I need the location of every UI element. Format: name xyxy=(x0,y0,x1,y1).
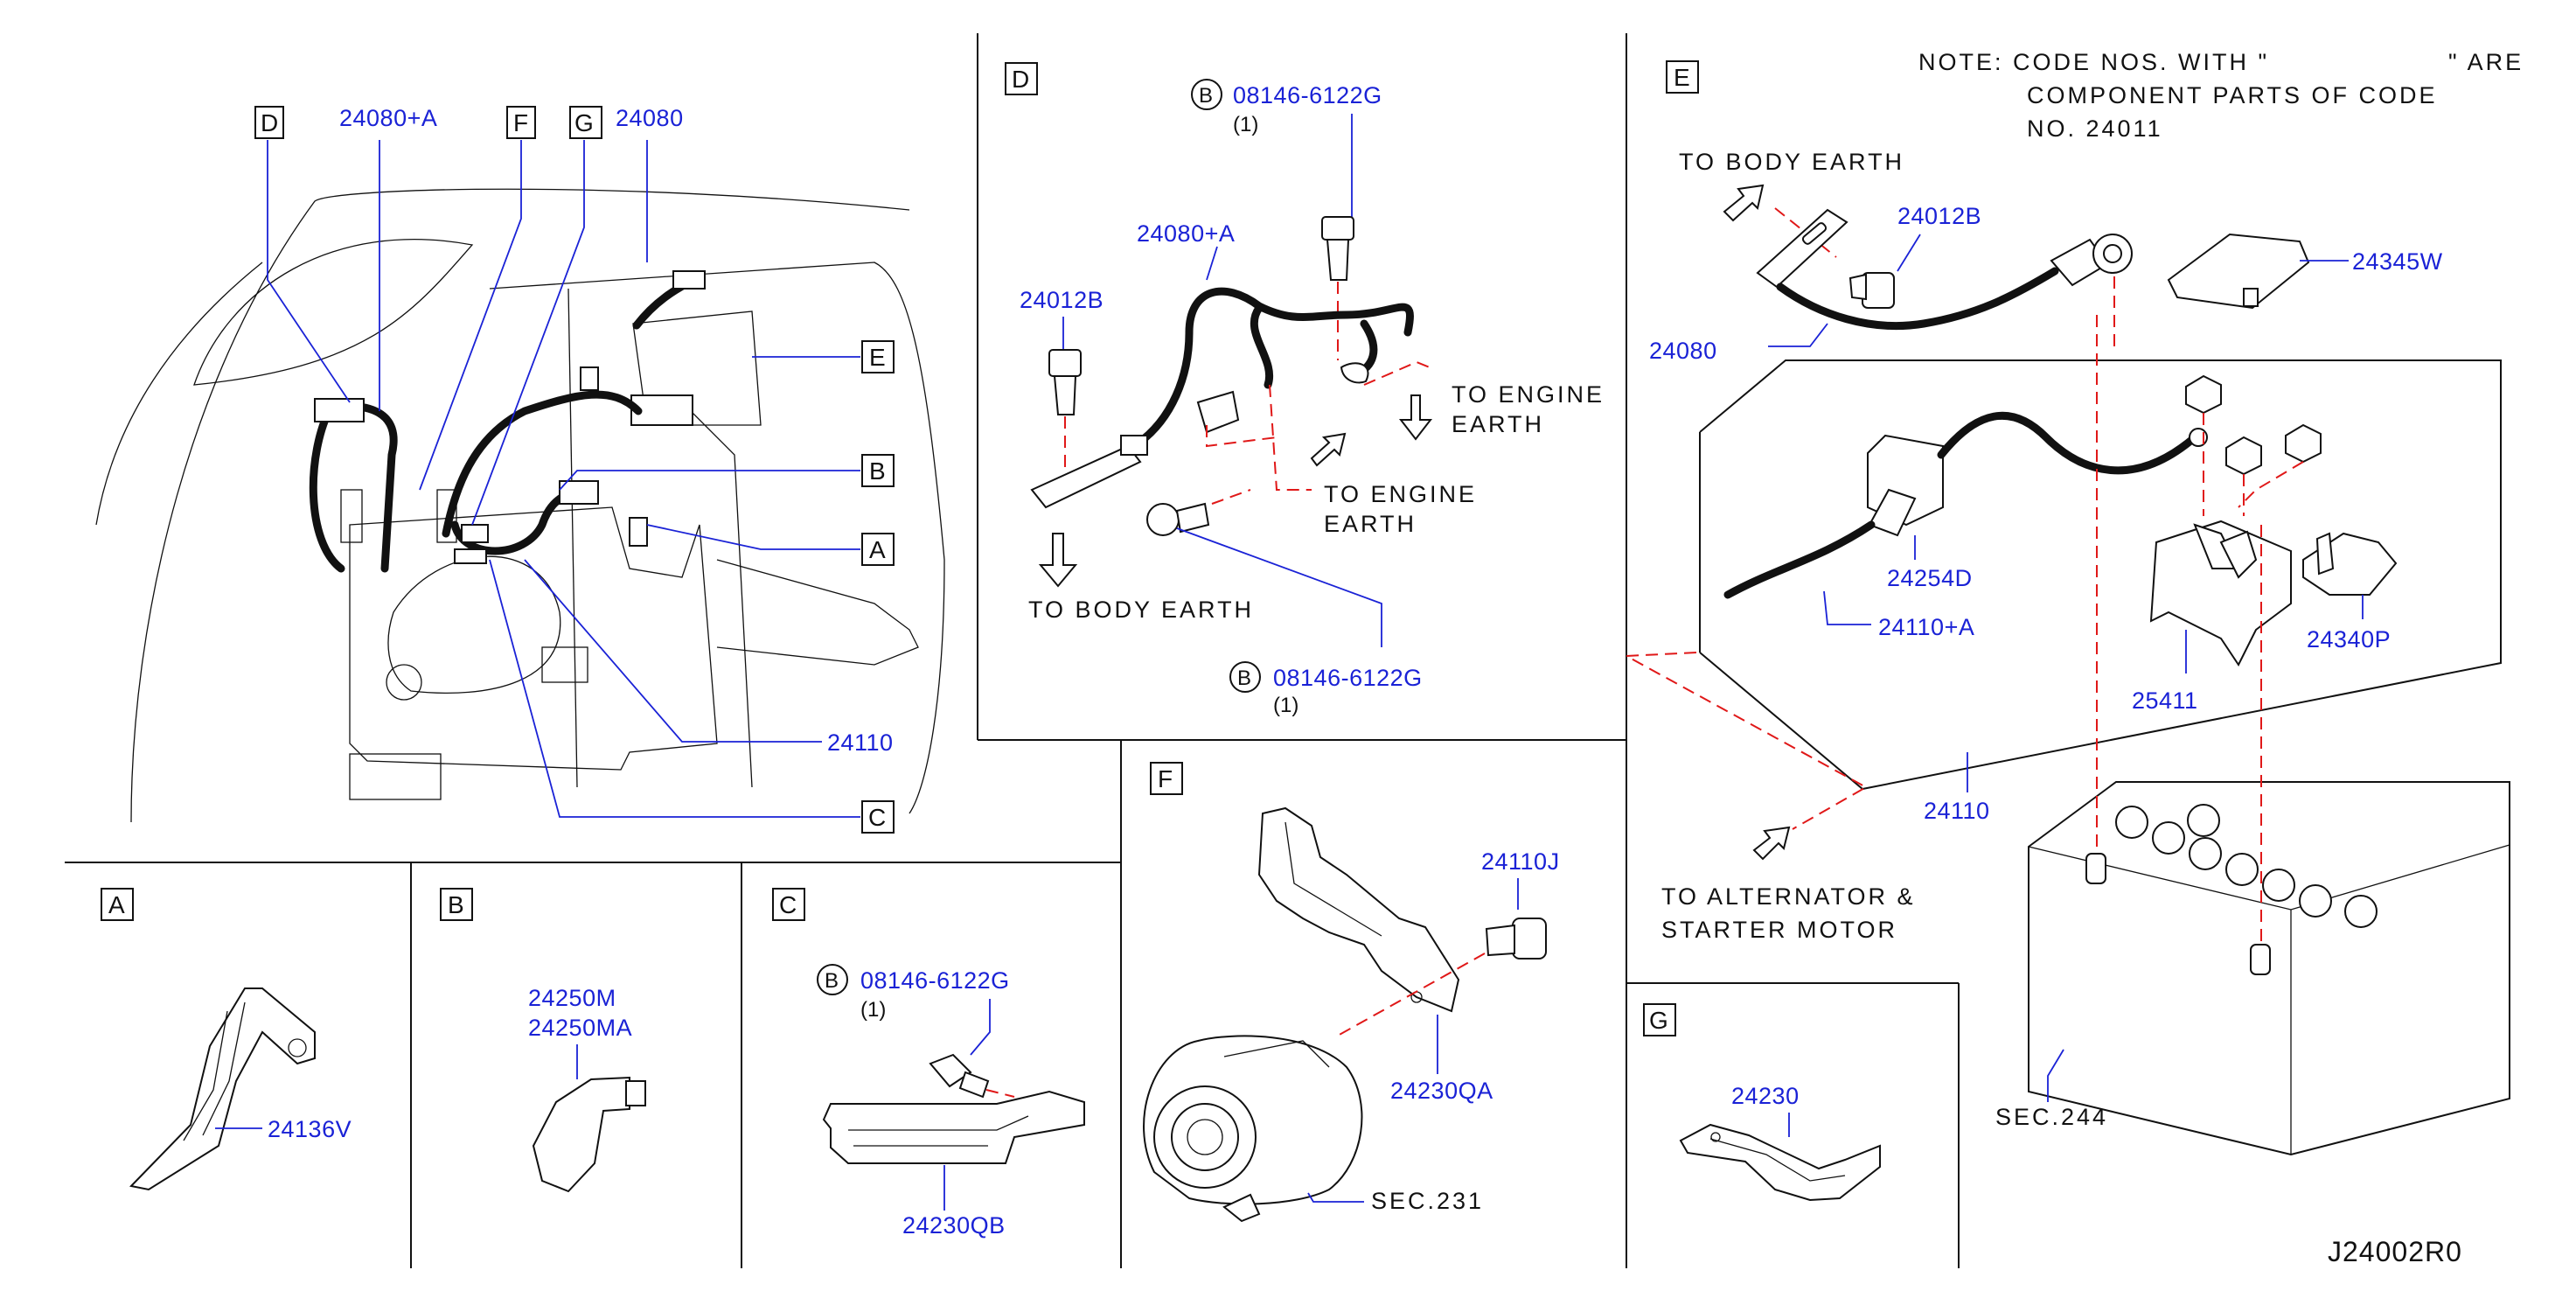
label-24110-overview: 24110 xyxy=(827,729,894,756)
svg-text:" ARE: " ARE xyxy=(2448,49,2524,75)
note-line-1: NOTE: CODE NOS. WITH " xyxy=(1918,49,2269,75)
callout-E: E xyxy=(861,340,895,373)
panel-F: F 24230QA 24110J SEC.231 xyxy=(1143,762,1560,1223)
label-24080a: 24080+A xyxy=(1137,220,1235,247)
label-bolt-08146-6122g-1: 08146-6122G xyxy=(1233,82,1382,108)
svg-text:B: B xyxy=(869,457,886,485)
svg-text:A: A xyxy=(869,536,886,563)
svg-text:(1): (1) xyxy=(1233,113,1258,136)
svg-text:F: F xyxy=(513,109,528,136)
label-sec-244: SEC.244 xyxy=(1995,1104,2108,1130)
label-24080-e: 24080 xyxy=(1649,338,1717,364)
callout-B: B xyxy=(861,454,895,487)
svg-text:E: E xyxy=(1674,64,1690,91)
svg-text:EARTH: EARTH xyxy=(1324,511,1417,537)
svg-text:F: F xyxy=(1158,765,1173,792)
svg-text:B: B xyxy=(825,969,839,993)
callout-G: G xyxy=(569,106,602,139)
panel-B: B 24250M 24250MA xyxy=(440,888,646,1193)
svg-text:C: C xyxy=(868,804,886,831)
overview-engine-bay: D F G E B A C xyxy=(95,105,945,834)
svg-text:TO BODY EARTH: TO BODY EARTH xyxy=(1679,149,1904,175)
callout-F: F xyxy=(506,106,536,139)
svg-text:B: B xyxy=(1199,84,1213,108)
svg-text:D: D xyxy=(1012,66,1029,93)
label-bolt-08146-6122g-2: 08146-6122G xyxy=(1273,665,1423,691)
svg-text:(1): (1) xyxy=(860,998,886,1022)
svg-text:E: E xyxy=(869,344,886,371)
label-24012b-e: 24012B xyxy=(1897,203,1981,229)
panel-A: A 24136V xyxy=(101,888,352,1191)
note-line-2: COMPONENT PARTS OF CODE xyxy=(2027,82,2438,108)
label-24250ma: 24250MA xyxy=(528,1015,632,1041)
label-24012b: 24012B xyxy=(1020,287,1104,313)
svg-text:B: B xyxy=(1237,666,1251,690)
svg-text:TO BODY EARTH: TO BODY EARTH xyxy=(1028,597,1254,623)
label-24230qa: 24230QA xyxy=(1390,1078,1493,1104)
panel-E: E NOTE: CODE NOS. WITH " " ARE COMPONENT… xyxy=(1623,49,2524,1156)
panel-C: C B 08146-6122G (1) 24230QB xyxy=(772,888,1085,1239)
svg-text:TO ENGINE: TO ENGINE xyxy=(1324,481,1477,507)
svg-text:B: B xyxy=(448,891,464,918)
label-24080-overview: 24080 xyxy=(616,105,684,131)
label-24340p: 24340P xyxy=(2307,626,2391,652)
label-24080a-overview: 24080+A xyxy=(339,105,437,131)
label-24136v: 24136V xyxy=(268,1116,352,1142)
label-24230: 24230 xyxy=(1731,1083,1800,1109)
label-25411: 25411 xyxy=(2132,687,2198,714)
label-sec-231: SEC.231 xyxy=(1371,1188,1484,1214)
callout-A: A xyxy=(861,533,895,566)
panel-frame xyxy=(65,33,1960,1268)
label-24110j: 24110J xyxy=(1481,848,1560,875)
svg-text:G: G xyxy=(574,109,594,136)
svg-text:A: A xyxy=(108,891,125,918)
label-24345w: 24345W xyxy=(2352,248,2443,275)
label-24110a: 24110+A xyxy=(1878,614,1974,640)
label-24250m: 24250M xyxy=(528,985,616,1011)
note-line-3: NO. 24011 xyxy=(2027,115,2163,142)
svg-text:TO ALTERNATOR &: TO ALTERNATOR & xyxy=(1661,883,1916,910)
panel-D: D B 08146-6122G (1) 24080+A 24012B xyxy=(1005,62,1605,717)
panel-G: G 24230 xyxy=(1643,1003,1881,1202)
svg-text:D: D xyxy=(261,109,278,136)
svg-text:(1): (1) xyxy=(1273,694,1298,717)
svg-text:TO ENGINE: TO ENGINE xyxy=(1452,381,1605,408)
svg-text:EARTH: EARTH xyxy=(1452,411,1544,437)
label-24110-e: 24110 xyxy=(1924,798,1990,824)
drawing-code: J24002R0 xyxy=(2328,1236,2462,1267)
label-bolt-08146-6122g-c: 08146-6122G xyxy=(860,967,1010,994)
svg-text:STARTER MOTOR: STARTER MOTOR xyxy=(1661,917,1897,943)
svg-text:C: C xyxy=(779,891,797,918)
svg-text:G: G xyxy=(1649,1007,1668,1034)
callout-D: D xyxy=(254,106,284,139)
label-24230qb: 24230QB xyxy=(902,1212,1006,1239)
battery-caps xyxy=(2085,804,2378,975)
callout-C: C xyxy=(861,800,895,834)
label-24254d: 24254D xyxy=(1887,565,1973,591)
